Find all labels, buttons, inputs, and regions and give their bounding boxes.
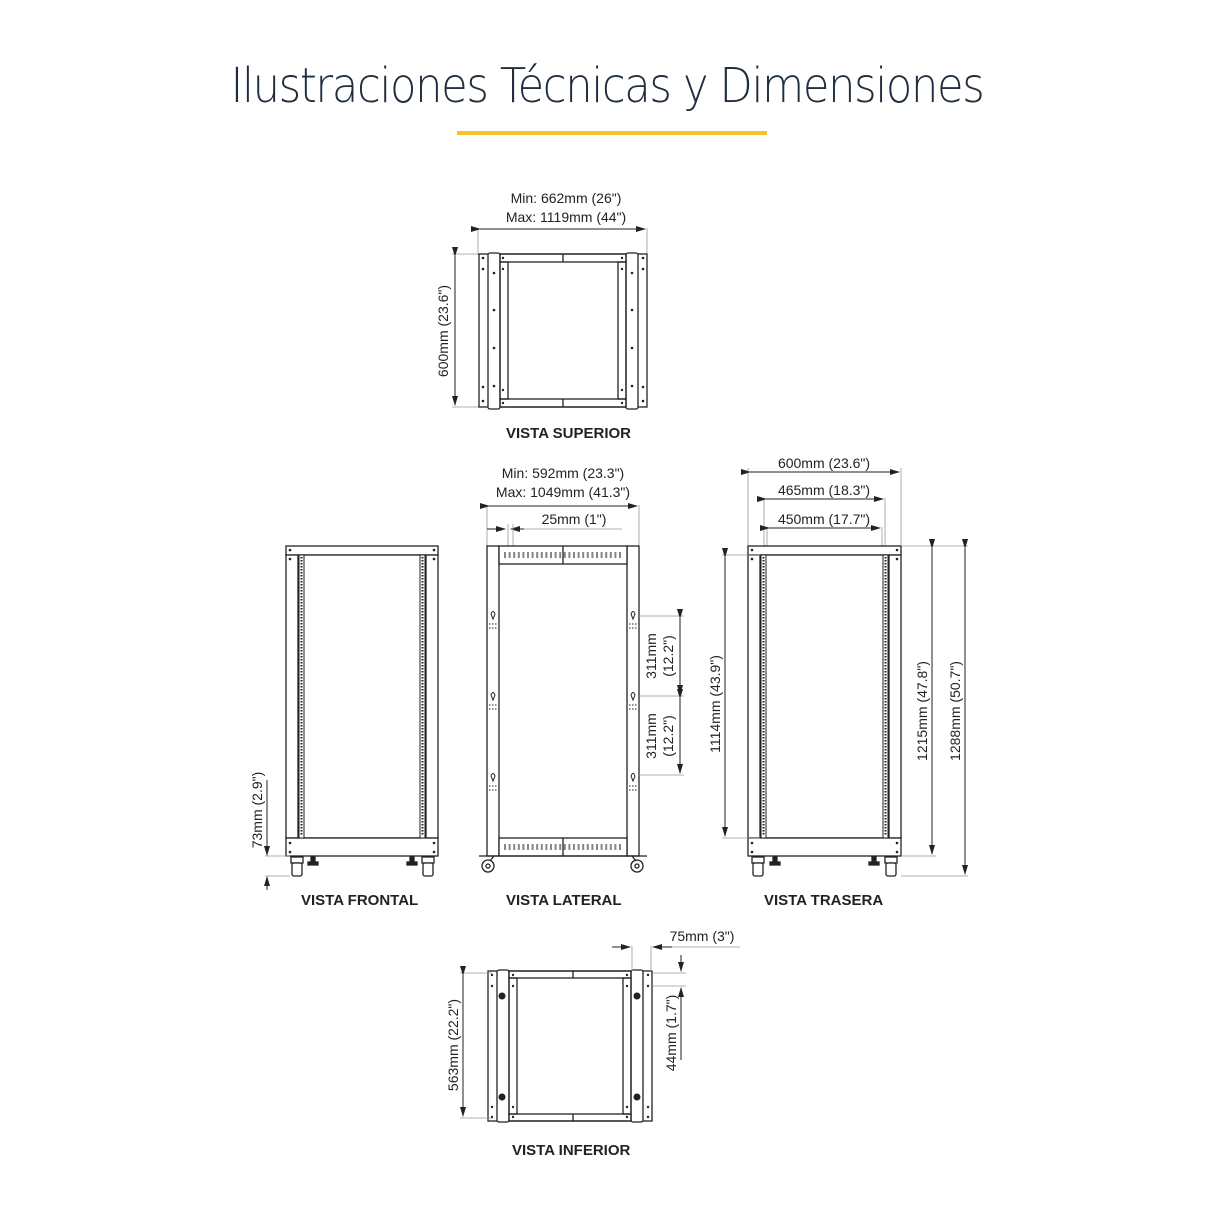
- label-vista-frontal: VISTA FRONTAL: [301, 892, 419, 909]
- bottom-hole-spacing: 44mm (1.7"): [663, 995, 679, 1072]
- side-view-drawing: [479, 503, 684, 873]
- rear-rail-width: 465mm (18.3"): [778, 482, 870, 498]
- bottom-depth: 563mm (22.2"): [445, 999, 461, 1091]
- side-depth-min: Min: 592mm (23.3"): [502, 465, 624, 481]
- label-vista-lateral: VISTA LATERAL: [506, 892, 622, 909]
- side-spacing-2-in: (12.2"): [660, 715, 676, 757]
- bottom-view-drawing: [460, 944, 740, 1123]
- bottom-rail-offset: 75mm (3"): [670, 928, 735, 944]
- label-vista-inferior: VISTA INFERIOR: [512, 1142, 631, 1159]
- side-spacing-1: 311mm: [643, 633, 659, 679]
- rear-outer-width: 600mm (23.6"): [778, 455, 870, 471]
- rear-frame-height: 1215mm (47.8"): [914, 661, 930, 761]
- rear-view-drawing: [722, 468, 968, 877]
- rear-inner-width: 450mm (17.7"): [778, 511, 870, 527]
- page-title: Ilustraciones Técnicas y Dimensiones: [230, 58, 985, 114]
- top-width-max: Max: 1119mm (44"): [506, 209, 626, 225]
- label-vista-trasera: VISTA TRASERA: [764, 892, 884, 909]
- side-spacing-2: 311mm: [643, 713, 659, 759]
- side-spacing-1-in: (12.2"): [660, 635, 676, 677]
- side-offset: 25mm (1"): [542, 511, 607, 527]
- rear-rail-height: 1114mm (43.9"): [707, 655, 723, 753]
- title-underline: [457, 131, 767, 135]
- front-caster-height: 73mm (2.9"): [249, 772, 265, 849]
- top-view-drawing: [452, 226, 648, 410]
- side-depth-max: Max: 1049mm (41.3"): [496, 484, 630, 500]
- top-width-min: Min: 662mm (26"): [511, 190, 622, 206]
- rear-total-height: 1288mm (50.7"): [947, 661, 963, 761]
- front-view-drawing: [264, 545, 439, 890]
- top-depth: 600mm (23.6"): [435, 285, 451, 377]
- label-vista-superior: VISTA SUPERIOR: [506, 425, 632, 442]
